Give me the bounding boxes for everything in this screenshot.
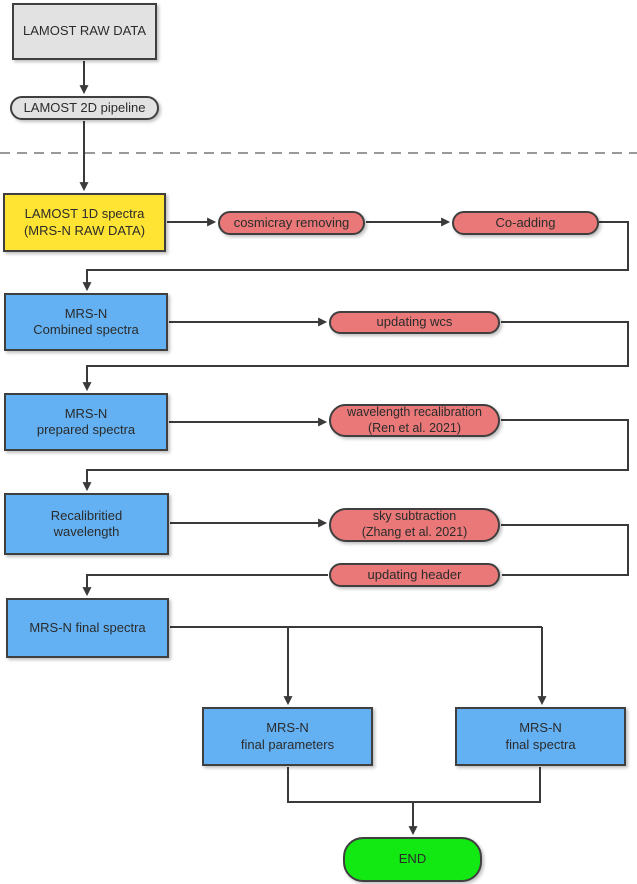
connector-merge-outputs [287,767,541,803]
connector-coadding-to-combined [82,221,629,292]
connector-updatingwcs-to-prepared [82,321,629,392]
node-cosmicray-removing: cosmicray removing [218,211,365,235]
node-end: END [343,837,482,882]
node-updating-header: updating header [329,563,500,587]
connector-wavelengthrecal-to-recalibrated [82,419,629,492]
connector-updatingheader-to-finalspectra [82,574,328,597]
node-lamost-1d-spectra: LAMOST 1D spectra (MRS-N RAW DATA) [3,193,166,252]
node-wavelength-recalibration: wavelength recalibration (Ren et al. 202… [329,404,500,437]
connector-skysubtraction-to-updatingheader [501,524,629,576]
node-lamost-raw-data: LAMOST RAW DATA [12,3,157,60]
node-updating-wcs: updating wcs [329,311,500,334]
node-recalibrated-wavelength: Recalibritied wavelength [4,493,169,555]
node-sky-subtraction: sky subtraction (Zhang et al. 2021) [329,508,500,542]
node-mrsn-final-parameters: MRS-N final parameters [202,707,373,766]
node-co-adding: Co-adding [452,211,599,235]
node-mrsn-prepared-spectra: MRS-N prepared spectra [4,393,168,451]
node-mrsn-final-spectra-output: MRS-N final spectra [455,707,626,766]
node-mrsn-final-spectra-mid: MRS-N final spectra [6,598,169,658]
node-mrsn-combined-spectra: MRS-N Combined spectra [4,293,168,351]
node-lamost-2d-pipeline: LAMOST 2D pipeline [10,96,159,120]
